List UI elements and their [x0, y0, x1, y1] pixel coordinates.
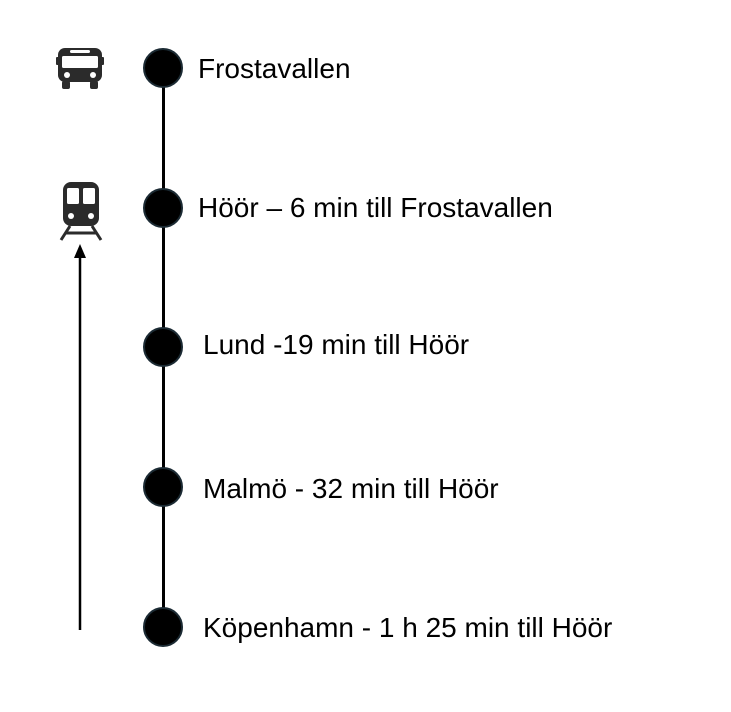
stop-dot	[143, 327, 183, 367]
stop-dot	[143, 48, 183, 88]
train-icon	[59, 182, 103, 241]
stop-label-frostavallen: Frostavallen	[198, 53, 351, 84]
stop-label-hoor: Höör – 6 min till Frostavallen	[198, 192, 553, 223]
stop-dot	[143, 188, 183, 228]
stop-dot	[143, 467, 183, 507]
direction-arrow	[74, 244, 86, 630]
stop-label-lund: Lund -19 min till Höör	[203, 329, 470, 360]
stop-dot	[143, 607, 183, 647]
bus-icon	[56, 48, 104, 89]
stop-label-malmo: Malmö - 32 min till Höör	[203, 473, 499, 504]
stop-label-kopenhamn: Köpenhamn - 1 h 25 min till Höör	[203, 612, 613, 643]
